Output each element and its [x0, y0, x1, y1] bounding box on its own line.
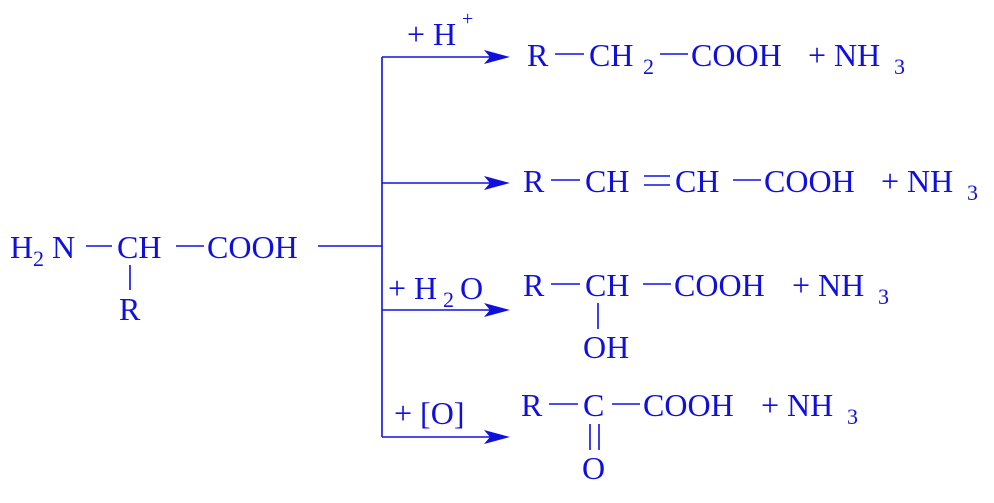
product-1-nh3-subscript: 3	[894, 54, 905, 79]
product-3-cooh: COOH	[674, 267, 765, 303]
product-2-ch-a: CH	[585, 163, 629, 199]
arrow-1-head	[484, 50, 510, 64]
product-1-r: R	[527, 37, 549, 73]
product-2-nh3-subscript: 3	[967, 180, 978, 205]
reagent-h2o-o: O	[460, 270, 483, 306]
arrow-4-head	[484, 430, 510, 444]
reagent-h2o-h: + H	[388, 270, 437, 306]
branch-connector	[318, 50, 510, 444]
product-2-r: R	[523, 163, 545, 199]
product-3-oh: OH	[583, 329, 629, 365]
branch-hydrolysis: + H 2 O R CH OH COOH + NH 3	[388, 267, 889, 365]
reagent-h-plus-superscript: +	[462, 8, 473, 30]
product-1-ch2: CH	[589, 37, 633, 73]
reagent-oxygen: + [O]	[394, 395, 464, 431]
reagent-h2o-subscript: 2	[443, 287, 454, 312]
branch-oxidation: + [O] R C O COOH + NH 3	[394, 387, 858, 486]
branch-reduction: + H + R CH 2 COOH + NH 3	[407, 8, 905, 79]
product-3-ch: CH	[585, 267, 629, 303]
product-3-r: R	[523, 267, 545, 303]
product-3-nh3-subscript: 3	[878, 284, 889, 309]
reactant-ch: CH	[117, 229, 161, 265]
reactant-amino-acid: H 2 N CH R COOH	[10, 229, 298, 327]
product-4-cooh: COOH	[643, 387, 734, 423]
reactant-r: R	[119, 291, 141, 327]
product-4-nh3-subscript: 3	[847, 404, 858, 429]
product-4-plus-nh3: + NH	[761, 387, 833, 423]
reactant-cooh: COOH	[207, 229, 298, 265]
reactant-h: H	[10, 229, 33, 265]
product-3-plus-nh3: + NH	[792, 267, 864, 303]
reactant-h-subscript: 2	[33, 246, 44, 271]
product-2-ch-b: CH	[675, 163, 719, 199]
arrow-3-head	[484, 303, 510, 317]
product-4-o: O	[582, 450, 605, 486]
product-1-cooh: COOH	[691, 37, 782, 73]
product-4-r: R	[521, 387, 543, 423]
arrow-2-head	[484, 176, 510, 190]
branch-elimination: R CH CH COOH + NH 3	[523, 163, 978, 205]
product-1-plus-nh3: + NH	[808, 37, 880, 73]
product-4-c: C	[583, 387, 604, 423]
product-2-plus-nh3: + NH	[881, 163, 953, 199]
reagent-h-plus: + H	[407, 16, 456, 52]
product-1-ch2-subscript: 2	[643, 54, 654, 79]
product-2-cooh: COOH	[764, 163, 855, 199]
reactant-n: N	[52, 229, 75, 265]
